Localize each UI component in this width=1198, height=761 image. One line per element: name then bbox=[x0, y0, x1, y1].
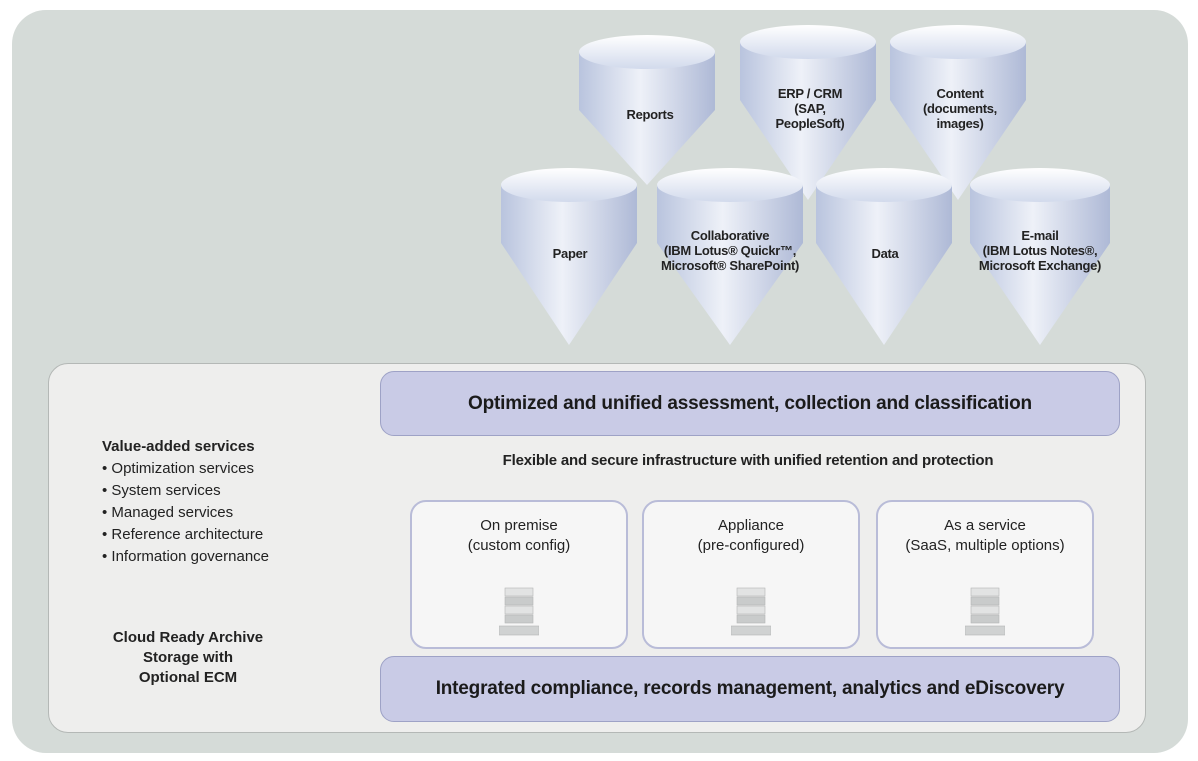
funnel-data bbox=[816, 168, 952, 345]
top-banner: Optimized and unified assessment, collec… bbox=[380, 371, 1120, 436]
source-reports: Reports bbox=[626, 107, 674, 122]
bottom-banner: Integrated compliance, records managemen… bbox=[380, 656, 1120, 722]
deployment-service: As a service (SaaS, multiple options) bbox=[876, 500, 1094, 649]
server-icon bbox=[965, 587, 1005, 636]
source-email: E-mail (IBM Lotus Notes®, Microsoft Exch… bbox=[978, 228, 1102, 273]
server-icon bbox=[499, 587, 539, 636]
deployment-appliance: Appliance (pre-configured) bbox=[642, 500, 860, 649]
funnel-paper bbox=[501, 168, 637, 345]
on-premise-title: On premise bbox=[480, 517, 558, 534]
server-icon bbox=[731, 587, 771, 636]
on-premise-subtitle: (custom config) bbox=[467, 537, 571, 554]
funnel-erp-crm bbox=[740, 25, 876, 200]
source-paper: Paper bbox=[552, 246, 588, 261]
services-item: • Optimization services bbox=[102, 460, 254, 477]
services-item: • System services bbox=[102, 482, 221, 499]
source-collaborative: Collaborative (IBM Lotus® Quickr™, Micro… bbox=[660, 228, 800, 273]
services-item: • Information governance bbox=[102, 548, 270, 565]
deployment-on-premise: On premise (custom config) bbox=[410, 500, 628, 649]
appliance-subtitle: (pre-configured) bbox=[697, 537, 805, 554]
infrastructure-title: Flexible and secure infrastructure with … bbox=[502, 452, 994, 469]
funnel-content bbox=[890, 25, 1026, 200]
service-title: As a service bbox=[944, 517, 1026, 534]
source-erp-crm: ERP / CRM (SAP, PeopleSoft) bbox=[775, 86, 845, 131]
service-subtitle: (SaaS, multiple options) bbox=[905, 537, 1065, 554]
funnel-reports bbox=[579, 35, 715, 185]
value-added-services: Value-added services • Optimization serv… bbox=[102, 436, 342, 568]
services-heading: Value-added services bbox=[102, 438, 255, 455]
source-data: Data bbox=[871, 246, 899, 261]
services-item: • Managed services bbox=[102, 504, 234, 521]
appliance-title: Appliance bbox=[718, 517, 784, 534]
funnel-email bbox=[970, 168, 1110, 345]
source-content: Content (documents, images) bbox=[923, 86, 997, 131]
services-item: • Reference architecture bbox=[102, 526, 264, 543]
archive-title: Cloud Ready Archive Storage with Optiona… bbox=[112, 629, 264, 686]
funnel-collaborative bbox=[657, 168, 803, 345]
